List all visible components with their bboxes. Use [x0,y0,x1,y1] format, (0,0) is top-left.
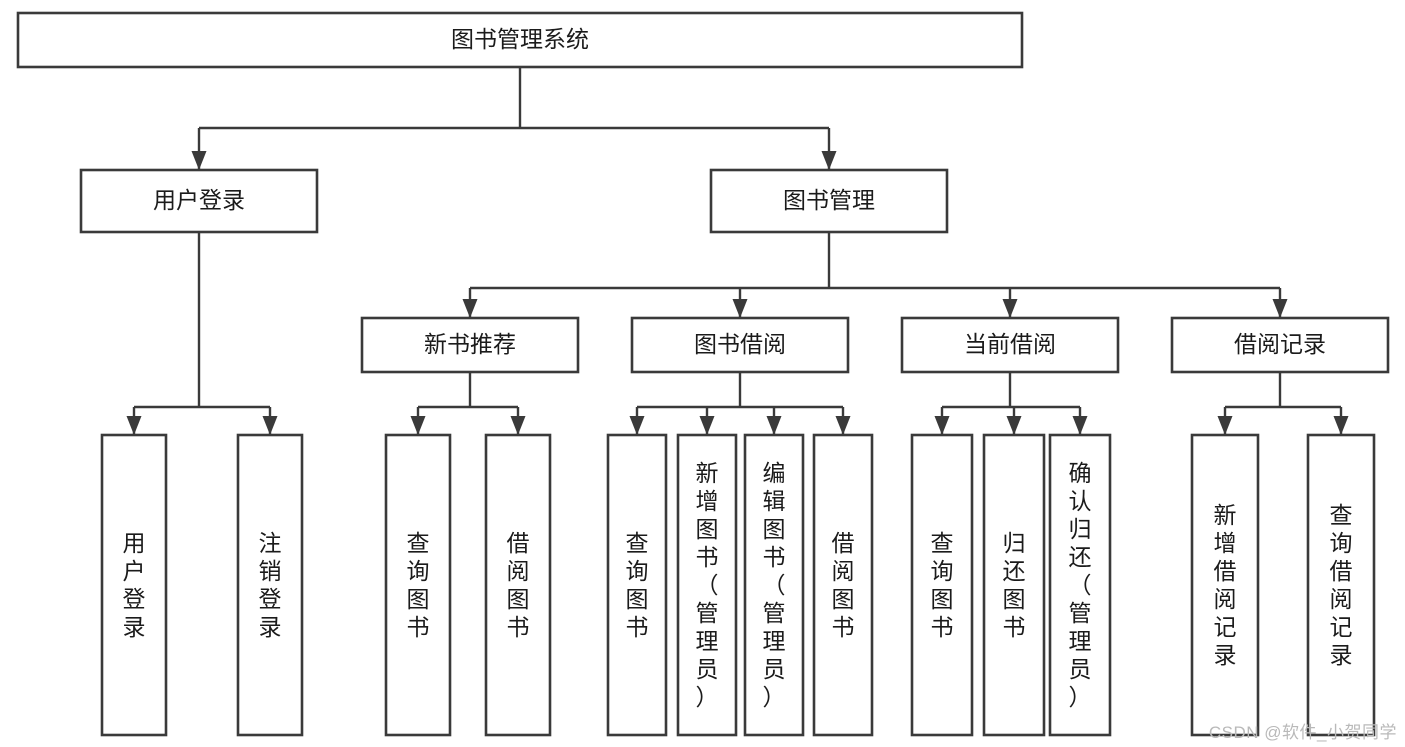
node-label: 编辑图书（管理员） [763,460,786,710]
node-box-rect [1048,433,1112,737]
arrow-head [835,416,851,435]
node-box-rect [812,433,874,737]
leaf-node-node-e696b0e5a29ee5809fe99885e8aeb0e5bd95[interactable]: 新增借阅记录 [1190,433,1260,737]
arrow-head [1072,416,1088,435]
arrow-head [410,416,426,435]
arrow-head [1272,299,1288,318]
node-box-rect [743,433,805,737]
leaf-node-node-e7a1aee8aea4e5bd92e8bf98efbc88e7aea1e79086e59198efbc89[interactable]: 确认归还（管理员） [1048,433,1112,737]
node-box-rect [1306,433,1376,737]
arrow-head [510,416,526,435]
arrow-head [462,299,478,318]
node-label: 图书管理系统 [451,26,589,52]
level1-node-node-e794a8e688b7e799bbe5bd95[interactable]: 用户登录 [79,168,319,234]
leaf-node-node-e5809fe99885e59bbee4b9a6[interactable]: 借阅图书 [484,433,552,737]
node-box-rect [16,11,1024,69]
node-box-rect [630,316,850,374]
leaf-node-node-e69fa5e8afa2e59bbee4b9a6[interactable]: 查询图书 [384,433,452,737]
node-label: 新书推荐 [424,331,516,357]
node-label: 借阅图书 [507,530,530,640]
node-box-rect [910,433,974,737]
node-box-rect [606,433,668,737]
node-label: 借阅记录 [1234,331,1326,357]
node-box-rect [100,433,168,737]
arrow-head [766,416,782,435]
node-label: 归还图书 [1003,530,1026,640]
leaf-node-node-e794a8e688b7e799bbe5bd95[interactable]: 用户登录 [100,433,168,737]
leaf-node-node-e7bc96e8be91e59bbee4b9a6efbc88e7aea1e79086e59198efbc89[interactable]: 编辑图书（管理员） [743,433,805,737]
leaf-node-node-e69fa5e8afa2e59bbee4b9a6[interactable]: 查询图书 [910,433,974,737]
node-label: 借阅图书 [832,530,855,640]
arrow-head [1217,416,1233,435]
node-box-rect [360,316,580,374]
leaf-node-node-e69fa5e8afa2e5809fe99885e8aeb0e5bd95[interactable]: 查询借阅记录 [1306,433,1376,737]
leaf-node-node-e5bd92e8bf98e59bbee4b9a6[interactable]: 归还图书 [982,433,1046,737]
node-label: 查询图书 [407,530,430,640]
level1-node-node-e59bbee4b9a6e7aea1e79086[interactable]: 图书管理 [709,168,949,234]
node-label: 查询借阅记录 [1330,502,1353,668]
arrow-head [1002,299,1018,318]
node-label: 查询图书 [626,530,649,640]
level2-node-node-e59bbee4b9a6e5809fe99885[interactable]: 图书借阅 [630,316,850,374]
leaf-node-node-e69fa5e8afa2e59bbee4b9a6[interactable]: 查询图书 [606,433,668,737]
node-label: 当前借阅 [964,331,1056,357]
arrow-head [629,416,645,435]
arrow-head [262,416,278,435]
node-box-rect [900,316,1120,374]
arrow-head [191,151,207,170]
node-box-rect [709,168,949,234]
node-label: 确认归还（管理员） [1069,460,1092,710]
level2-node-node-e5bd93e5898de5809fe99885[interactable]: 当前借阅 [900,316,1120,374]
level2-node-node-e696b0e4b9a6e68ea8e88d90[interactable]: 新书推荐 [360,316,580,374]
node-box-rect [982,433,1046,737]
leaf-node-node-e6b3a8e99480e799bbe5bd95[interactable]: 注销登录 [236,433,304,737]
node-label: 用户登录 [123,530,146,640]
node-box-rect [484,433,552,737]
node-layer: 图书管理系统用户登录图书管理新书推荐图书借阅当前借阅借阅记录用户登录注销登录查询… [16,11,1390,737]
arrow-head [821,151,837,170]
node-box-rect [79,168,319,234]
leaf-node-node-e696b0e5a29ee59bbee4b9a6efbc88e7aea1e79086e59198efbc89[interactable]: 新增图书（管理员） [676,433,738,737]
arrow-head [1006,416,1022,435]
node-label: 查询图书 [931,530,954,640]
node-label: 新增借阅记录 [1214,502,1237,668]
level2-node-node-e5809fe99885e8aeb0e5bd95[interactable]: 借阅记录 [1170,316,1390,374]
node-label: 用户登录 [153,187,245,213]
arrow-head [732,299,748,318]
node-label: 新增图书（管理员） [696,460,719,710]
node-box-rect [676,433,738,737]
node-label: 图书管理 [783,187,875,213]
node-box-rect [1190,433,1260,737]
arrow-head [1333,416,1349,435]
leaf-node-node-e5809fe99885e59bbee4b9a6[interactable]: 借阅图书 [812,433,874,737]
root-node-node-e59bbee4b9a6e7aea1e79086e7b3bbe7bb9f[interactable]: 图书管理系统 [16,11,1024,69]
node-label: 注销登录 [259,530,282,640]
arrow-head [126,416,142,435]
arrow-head [699,416,715,435]
node-label: 图书借阅 [694,331,786,357]
node-box-rect [384,433,452,737]
connector-layer [126,67,1349,435]
node-box-rect [236,433,304,737]
arrow-head [934,416,950,435]
node-box-rect [1170,316,1390,374]
